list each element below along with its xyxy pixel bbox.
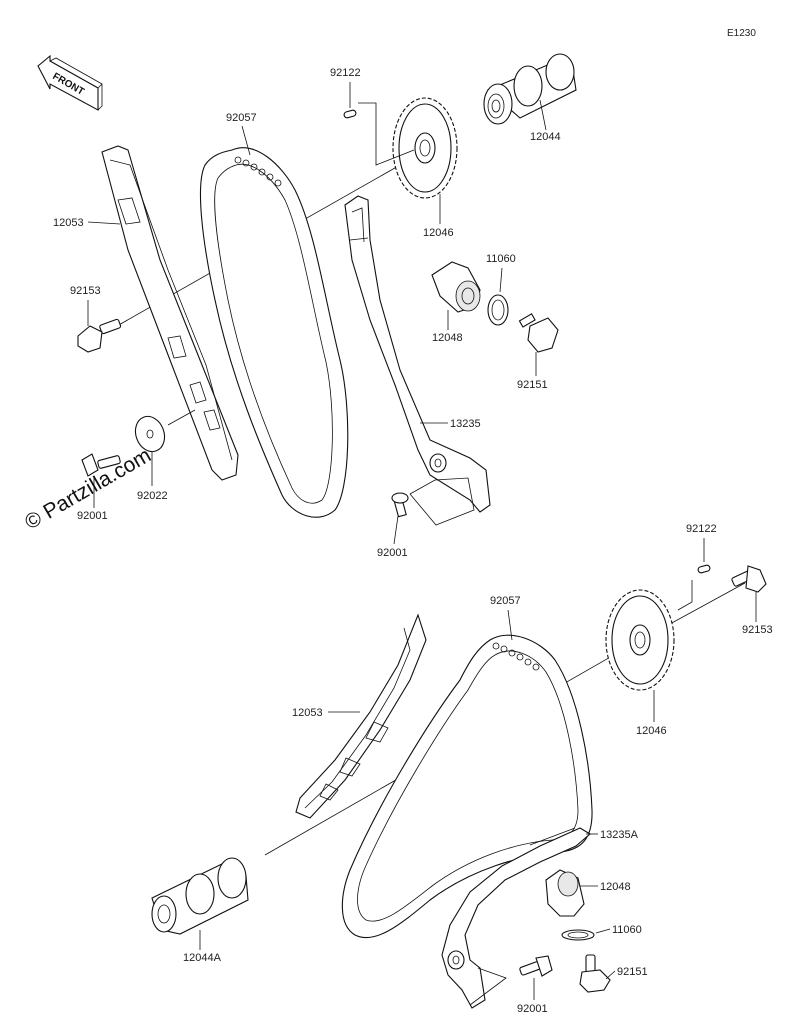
callout-leaders [87, 82, 757, 1000]
leader-washer [167, 409, 196, 426]
part-label[interactable]: 92057 [226, 112, 257, 124]
part-label[interactable]: 92001 [77, 510, 108, 522]
washer-92022 [134, 415, 166, 453]
dowel-pin-top [343, 109, 357, 119]
bolt-92001-top-left [81, 453, 121, 477]
chain-tensioner-top [431, 261, 481, 313]
chain-tensioner-guide-top [344, 195, 491, 513]
chain-tensioner-guide-bottom [441, 827, 591, 1009]
leader-line [393, 515, 399, 545]
cam-sprocket-bottom [605, 589, 675, 691]
leader-line [539, 99, 547, 131]
leader-line [595, 928, 611, 934]
part-label[interactable]: 13235 [450, 418, 481, 430]
leader-line [87, 221, 121, 225]
part-label[interactable]: 12046 [423, 227, 454, 239]
bolt-92151-top [518, 313, 559, 353]
part-label[interactable]: 11060 [612, 924, 642, 936]
front-arrow-icon: FRONT [37, 54, 103, 111]
bolt-92153-bottom [731, 565, 767, 593]
part-label[interactable]: 92001 [377, 547, 408, 559]
part-label[interactable]: 12053 [53, 217, 84, 229]
part-label[interactable]: 12053 [292, 707, 323, 719]
part-label[interactable]: 92153 [742, 624, 773, 636]
part-label[interactable]: 12044 [530, 131, 561, 143]
part-label[interactable]: 92001 [517, 1003, 548, 1015]
diagram-code: E1230 [727, 28, 756, 39]
part-label[interactable]: 12048 [600, 881, 631, 893]
part-label[interactable]: 92122 [330, 67, 361, 79]
leader-line [499, 267, 503, 293]
part-label[interactable]: 92022 [137, 490, 168, 502]
camshaft-bottom [151, 857, 249, 935]
chain-tensioner-bottom [545, 869, 585, 917]
dowel-pin-bottom [697, 564, 711, 574]
leader-bolt-guide [409, 477, 475, 526]
chain-guide-top-left [101, 145, 239, 481]
cam-sprocket-top [392, 97, 458, 199]
bolt-92153-top [77, 318, 122, 353]
gasket-bottom [561, 929, 595, 941]
chain-guide-bottom [295, 613, 427, 819]
camshaft-top [483, 53, 577, 125]
leader-line [507, 609, 513, 641]
bolt-92001-top-center [391, 492, 409, 518]
part-label[interactable]: 92122 [686, 523, 717, 535]
part-label[interactable]: 92151 [617, 966, 648, 978]
leader-pin-sprocket [358, 102, 415, 166]
gasket-top [487, 294, 509, 326]
bolt-92001-bottom [519, 955, 553, 977]
part-label[interactable]: 12044A [183, 952, 222, 964]
callout-labels: 92122 92057 12044 12053 12046 11060 9215… [53, 67, 773, 1015]
part-label[interactable]: 12048 [432, 332, 463, 344]
leader-line [241, 125, 251, 156]
part-label[interactable]: 13235A [600, 829, 639, 841]
part-label[interactable]: 92153 [70, 285, 101, 297]
bolt-92151-bottom [579, 954, 611, 993]
cam-chain-top [199, 147, 349, 518]
leader-line [605, 970, 616, 980]
cam-chain-bottom [341, 634, 593, 939]
part-label[interactable]: 92057 [490, 595, 521, 607]
part-label[interactable]: 12046 [636, 725, 667, 737]
part-label[interactable]: 11060 [486, 253, 516, 265]
leader-pin-bottom [677, 580, 693, 611]
leader-bolt-guide-bottom [469, 967, 507, 1006]
part-label[interactable]: 92151 [517, 379, 548, 391]
